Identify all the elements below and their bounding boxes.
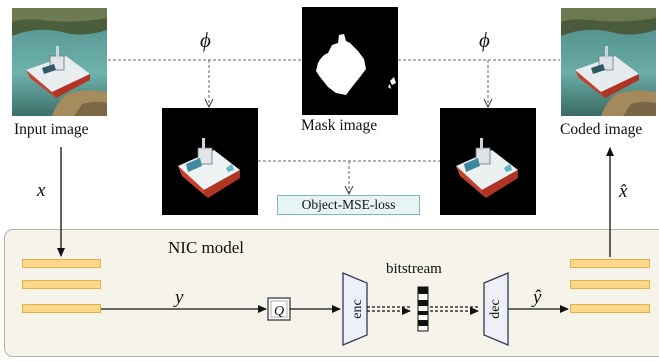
phi-left-symbol: ϕ <box>200 28 211 52</box>
object-mse-loss-box: Object-MSE-loss <box>277 195 420 215</box>
masked-input-image <box>162 108 258 215</box>
feature-bar-left-2 <box>22 280 101 289</box>
feature-bar-right-1 <box>570 259 650 268</box>
masked-coded-image <box>440 108 536 215</box>
phi-right-symbol: ϕ <box>479 28 490 52</box>
feature-bar-left-1 <box>22 259 101 268</box>
input-image <box>12 8 107 116</box>
feature-bar-left-3 <box>22 304 101 313</box>
y-symbol: y <box>175 287 184 308</box>
mask-image <box>302 7 398 115</box>
x-hat-symbol: x̂ <box>619 181 628 202</box>
mask-image-label: Mask image <box>301 117 378 134</box>
coded-image-label: Coded image <box>560 121 643 138</box>
coded-image <box>561 8 656 116</box>
feature-bar-right-2 <box>570 280 650 289</box>
x-symbol: x <box>37 180 46 201</box>
input-image-label: Input image <box>14 121 89 138</box>
feature-bar-right-3 <box>570 304 650 313</box>
nic-model-label: NIC model <box>168 238 245 257</box>
bitstream-label: bitstream <box>386 261 442 277</box>
y-hat-symbol: ŷ <box>533 287 542 308</box>
nic-model-panel <box>4 229 659 357</box>
